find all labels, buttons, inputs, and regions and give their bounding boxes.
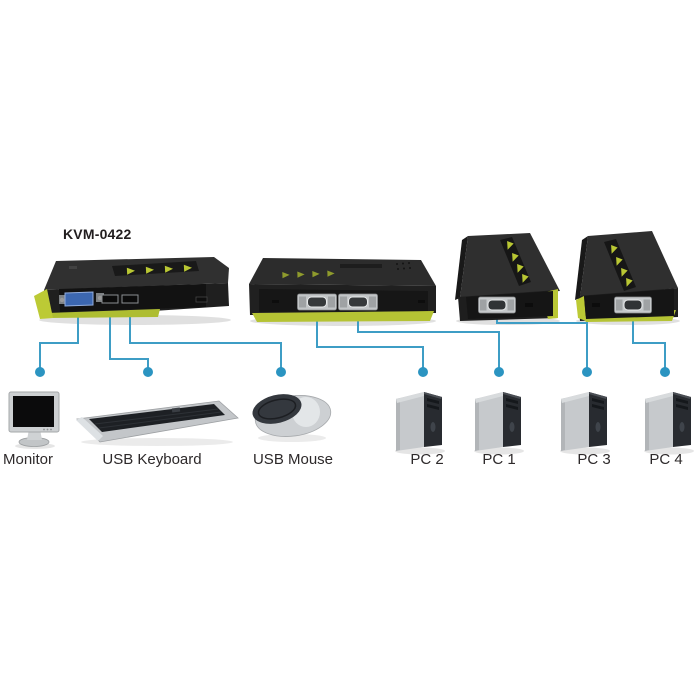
pc-1-image — [474, 392, 524, 455]
vga-console-port-icon — [59, 291, 104, 307]
dot-keyboard — [143, 367, 153, 377]
keyboard-image — [76, 400, 239, 446]
label-pc-1: PC 1 — [482, 451, 516, 468]
selector-buttons-icon — [112, 261, 199, 276]
connection-usb2-mouse — [129, 305, 282, 368]
pc-vga-port-1-icon — [338, 293, 378, 311]
green-accent-strip — [252, 311, 434, 322]
label-pc-4: PC 4 — [649, 451, 683, 468]
connection-vga-monitor — [39, 305, 79, 368]
mouse-image — [252, 394, 332, 442]
label-pc-2: PC 2 — [410, 451, 444, 468]
selector-buttons-icon — [500, 237, 531, 286]
label-pc-3: PC 3 — [577, 451, 611, 468]
pc-3-image — [560, 392, 610, 455]
monitor-image — [8, 391, 60, 449]
pc-2-image — [395, 392, 445, 455]
kvm-device-rear-image — [249, 258, 436, 322]
dot-pc4 — [660, 367, 670, 377]
label-usb-keyboard: USB Keyboard — [102, 451, 202, 468]
green-accent-wedge — [34, 289, 53, 319]
vent-dots-icon — [396, 262, 411, 270]
label-usb-mouse: USB Mouse — [252, 451, 334, 468]
kvm-device-angled-right-image — [575, 231, 678, 322]
aux-port-icon — [195, 296, 208, 303]
label-monitor: Monitor — [2, 451, 54, 468]
connection-usb1-keyboard — [109, 305, 149, 368]
dot-mouse — [276, 367, 286, 377]
dot-monitor — [35, 367, 45, 377]
connection-dots — [35, 367, 670, 377]
dot-pc3 — [582, 367, 592, 377]
usb-port-1-icon — [101, 294, 119, 304]
kvm-device-angled-left-image — [455, 233, 560, 321]
product-title: KVM-0422 — [63, 226, 132, 242]
selector-buttons-icon — [604, 239, 636, 291]
usb-port-2-icon — [121, 294, 139, 304]
dot-pc1 — [494, 367, 504, 377]
dot-pc2 — [418, 367, 428, 377]
pc-4-image — [644, 392, 694, 455]
pc-vga-port-3-icon — [478, 296, 516, 314]
kvm-device-front-image — [34, 257, 229, 319]
pc-vga-port-2-icon — [297, 293, 337, 311]
green-accent-wedge — [576, 296, 586, 321]
connection-port2-pc2 — [316, 305, 424, 368]
connection-port4-pc4 — [632, 305, 666, 368]
pc-vga-port-4-icon — [614, 296, 652, 314]
